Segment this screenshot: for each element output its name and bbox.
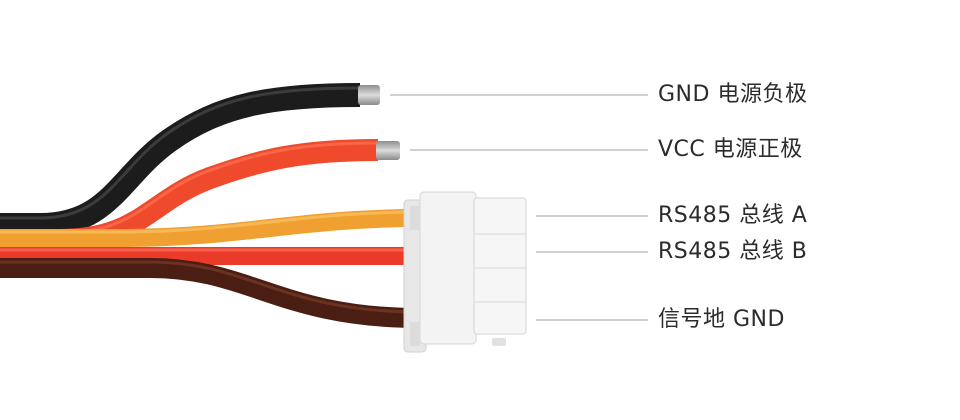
label-vcc-power: VCC 电源正极 <box>658 137 803 162</box>
connector-housing <box>403 191 527 353</box>
vcc-wire-tip <box>376 141 400 160</box>
rs485-a-wire <box>0 209 421 247</box>
label-rs485-b: RS485 总线 B <box>658 239 808 264</box>
label-rs485-a: RS485 总线 A <box>658 203 808 228</box>
label-gnd-power: GND 电源负极 <box>658 82 808 107</box>
signal-gnd-wire <box>0 258 421 328</box>
label-signal-gnd: 信号地 GND <box>658 307 785 332</box>
gnd-wire-tip <box>358 85 380 105</box>
leader-lines <box>390 94 648 321</box>
rs485-b-wire <box>0 247 420 265</box>
gnd-power-wire <box>0 83 380 237</box>
